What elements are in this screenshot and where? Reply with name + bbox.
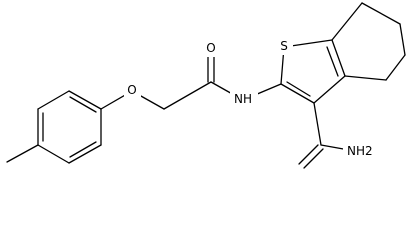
bond-tolyl-6 [37, 144, 70, 164]
bond-thiophene-c3a-c3 [313, 75, 346, 104]
bond-tolyl-5-inner [69, 141, 97, 158]
bond-cyclohexene-3 [399, 23, 406, 56]
carbonyl-oxygen-atom-label: O [206, 41, 215, 55]
bond-cyclohexene-4 [385, 54, 406, 81]
bond-tolyl-2 [37, 90, 70, 110]
bond-cyclohexene-5 [344, 75, 387, 81]
ether-oxygen-atom-label: O [127, 83, 136, 97]
bond-methyl [6, 144, 39, 163]
amide-nh-label-bg [230, 90, 258, 108]
bond-tolyl-5 [68, 144, 102, 164]
bond-tolyl-3 [68, 90, 102, 110]
bond-thiophene-c3-c2-inner [286, 81, 311, 97]
amide-nh2-atom-label: NH2 [347, 144, 373, 158]
bond-thiophene-c7a-c3a [331, 39, 346, 77]
bond-ch2-carbonyl [163, 81, 212, 110]
bond-tolyl-3-inner [69, 96, 97, 113]
bond-cyclohexene-1 [331, 2, 363, 41]
bond-c3-amide-carbon [313, 102, 322, 146]
bond-amide-oxygen-b [303, 148, 324, 169]
amide-nh-atom-label: NH [234, 92, 252, 106]
ether-oxygen-label-bg [124, 81, 141, 99]
carbonyl-oxygen-label-bg [203, 39, 220, 57]
sulfur-atom-label: S [280, 39, 288, 53]
sulfur-label-bg [276, 37, 293, 55]
atom-label-layer: S O O NH NH2 [124, 37, 381, 160]
bond-thiophene-c3-c2 [280, 83, 315, 104]
bond-thiophene-c7a-c3a-inner [326, 46, 339, 77]
amide-nh2-label-bg [343, 142, 381, 160]
bond-amide-oxygen-a [298, 144, 319, 165]
molecule-structure: S O O NH NH2 [6, 2, 406, 169]
bond-cyclohexene-2 [361, 2, 401, 25]
